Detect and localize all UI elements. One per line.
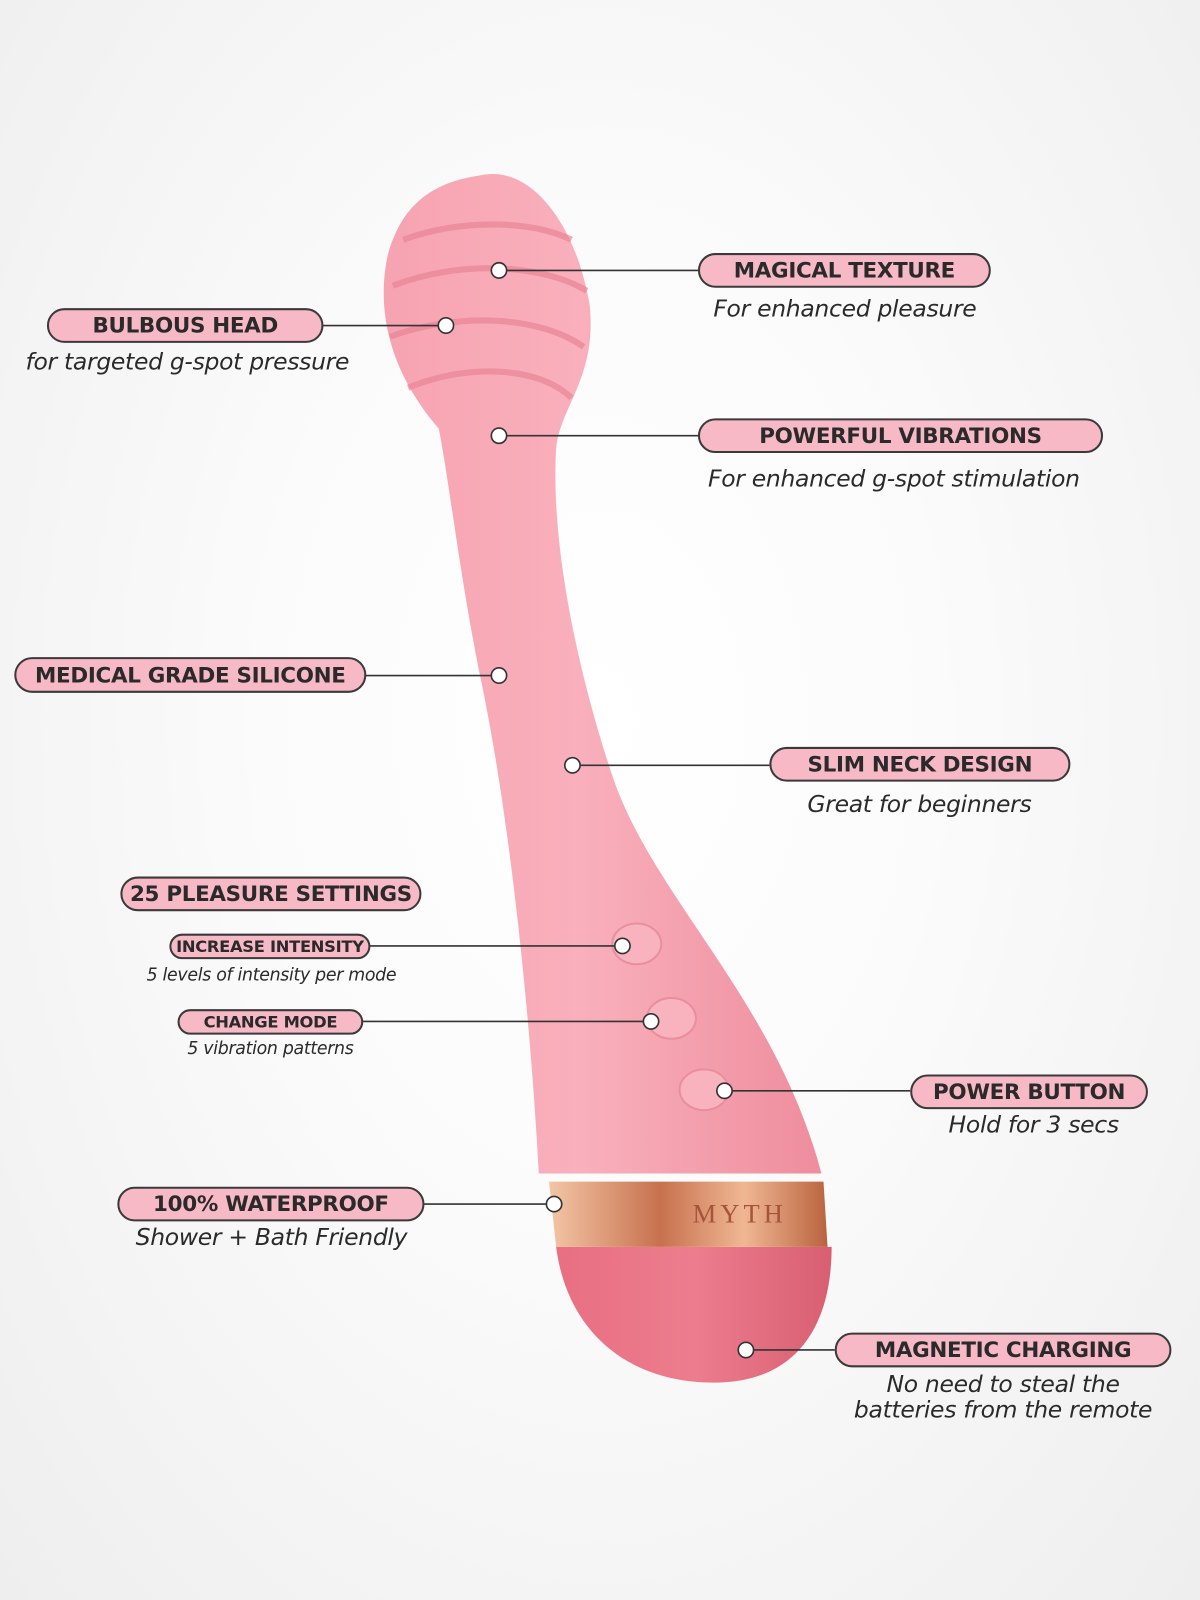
callout-power-button-subtitle: Hold for 3 secs xyxy=(948,1112,1120,1139)
product-base xyxy=(556,1246,832,1383)
callout-dot xyxy=(490,667,508,684)
callout-waterproof: 100% WATERPROOF xyxy=(117,1186,425,1222)
callout-dot xyxy=(737,1341,755,1359)
product-body xyxy=(383,173,822,1174)
callout-increase-intensity: INCREASE INTENSITY xyxy=(169,933,371,960)
callout-increase-intensity-subtitle: 5 levels of intensity per mode xyxy=(146,965,397,986)
leader-lines xyxy=(322,261,911,1359)
callout-bulbous-head: BULBOUS HEAD xyxy=(46,308,324,343)
callout-dot xyxy=(716,1082,733,1100)
callout-powerful-vibrations: POWERFUL VIBRATIONS xyxy=(697,418,1104,454)
callout-change-mode-subtitle: 5 vibration patterns xyxy=(187,1038,354,1060)
callout-slim-neck: SLIM NECK DESIGN xyxy=(769,746,1071,782)
callout-dot xyxy=(490,427,508,445)
callout-dot xyxy=(545,1195,563,1213)
callout-waterproof-subtitle: Shower + Bath Friendly xyxy=(135,1224,408,1252)
callout-medical-grade-silicone: MEDICAL GRADE SILICONE xyxy=(14,657,367,693)
callout-slim-neck-subtitle: Great for beginners xyxy=(807,791,1032,819)
callout-magnetic-charging-subtitle-1: No need to steal the xyxy=(886,1371,1120,1398)
callout-dot xyxy=(613,937,631,955)
callout-dot xyxy=(437,317,455,334)
metal-band xyxy=(548,1181,828,1247)
callout-power-button: POWER BUTTON xyxy=(910,1074,1148,1110)
callout-dot xyxy=(563,756,581,774)
callout-change-mode: CHANGE MODE xyxy=(177,1009,364,1035)
callout-dot xyxy=(642,1012,660,1030)
callout-magnetic-charging-subtitle-2: batteries from the remote xyxy=(853,1396,1153,1424)
callout-dot xyxy=(490,261,508,279)
callout-magical-texture-subtitle: For enhanced pleasure xyxy=(713,295,977,323)
callout-magical-texture: MAGICAL TEXTURE xyxy=(697,253,991,288)
callout-powerful-vibrations-subtitle: For enhanced g-spot stimulation xyxy=(708,466,1080,493)
brand-logo: MYTH xyxy=(693,1198,787,1228)
callout-pleasure-settings: 25 PLEASURE SETTINGS xyxy=(120,876,422,912)
callout-bulbous-head-subtitle: for targeted g-spot pressure xyxy=(25,348,350,376)
callout-magnetic-charging: MAGNETIC CHARGING xyxy=(834,1332,1172,1368)
